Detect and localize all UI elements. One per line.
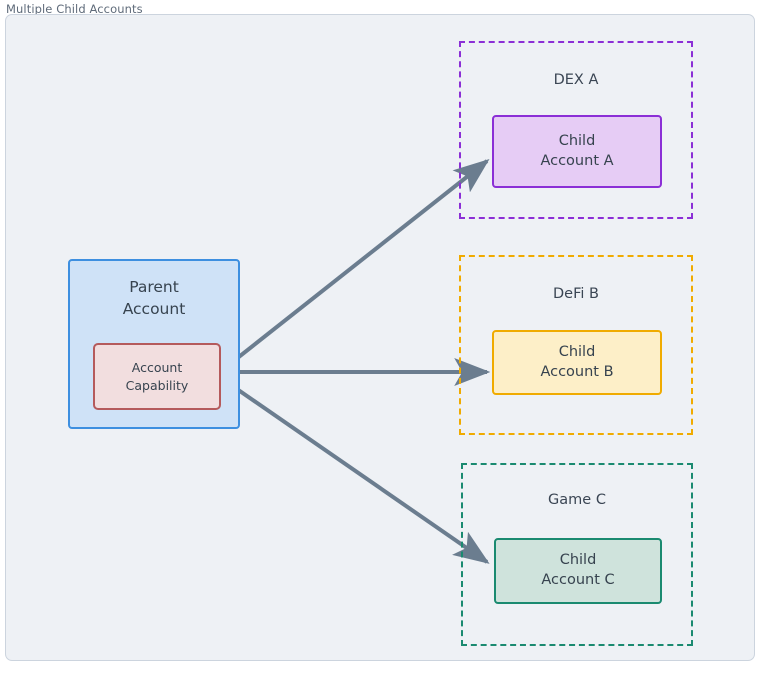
service-label-defi-b: DeFi B bbox=[553, 286, 599, 302]
service-container-defi-b[interactable]: DeFi B bbox=[459, 255, 693, 435]
parent-account-label-line2: Account bbox=[122, 300, 186, 318]
child-account-a-label-line2: Account A bbox=[540, 152, 614, 169]
child-account-b-label-line2: Account B bbox=[540, 363, 614, 380]
child-account-c-node[interactable]: Child Account C bbox=[494, 538, 662, 604]
account-capability-node[interactable]: Account Capability bbox=[93, 343, 221, 410]
account-capability-label-line1: Account bbox=[131, 359, 183, 375]
parent-account-label-line1: Parent bbox=[129, 278, 179, 296]
child-account-c-label-line2: Account C bbox=[541, 572, 615, 588]
service-container-game-c[interactable]: Game C bbox=[461, 463, 693, 646]
child-account-b-label-line1: Child bbox=[558, 343, 596, 360]
child-account-a-node[interactable]: Child Account A bbox=[492, 115, 662, 188]
child-account-a-label-line1: Child bbox=[558, 132, 596, 149]
service-label-dex-a: DEX A bbox=[553, 72, 599, 88]
diagram-title: Multiple Child Accounts bbox=[6, 2, 143, 16]
service-container-dex-a[interactable]: DEX A bbox=[459, 41, 693, 219]
service-label-game-c: Game C bbox=[548, 492, 606, 508]
child-account-c-label-line1: Child bbox=[559, 552, 597, 569]
parent-account-label: Parent Account bbox=[70, 276, 238, 320]
account-capability-label-line2: Capability bbox=[125, 377, 189, 393]
child-account-b-node[interactable]: Child Account B bbox=[492, 330, 662, 395]
